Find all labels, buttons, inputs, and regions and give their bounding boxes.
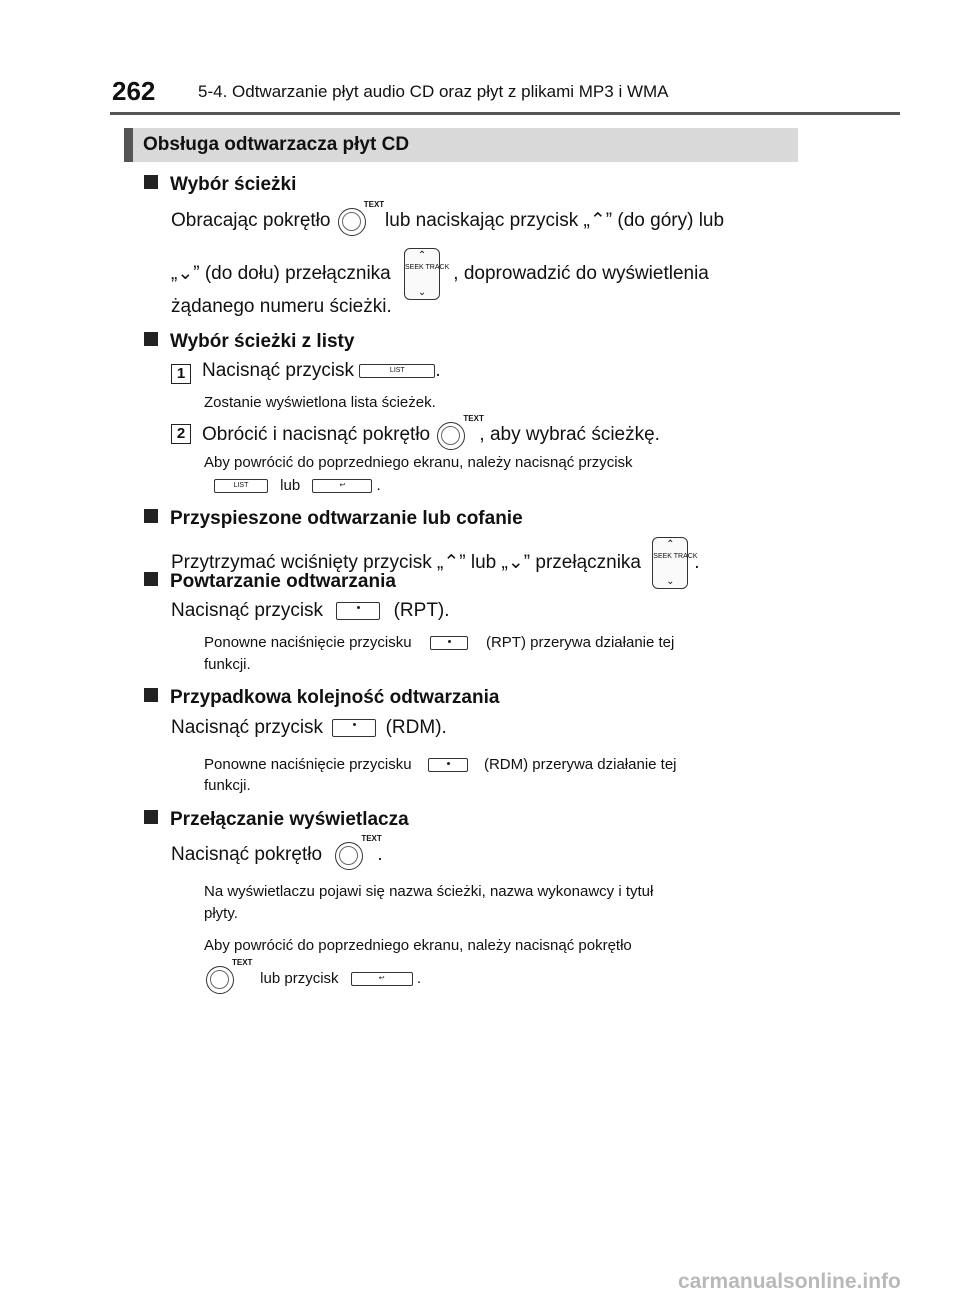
s6-note2-line2: TEXT lub przycisk ↩ . <box>204 958 422 996</box>
text-knob-icon: TEXT <box>336 200 384 238</box>
text: lub przycisk <box>260 969 339 987</box>
section-title: Obsługa odtwarzacza płyt CD <box>143 134 410 155</box>
step-number: 2 <box>171 424 191 444</box>
s5-line1: Nacisnąć przycisk (RDM). <box>171 717 447 739</box>
text: Nacisnąć przycisk <box>202 360 355 381</box>
chapter-title: 5-4. Odtwarzanie płyt audio CD oraz płyt… <box>198 82 669 101</box>
heading-display-switch: Przełączanie wyświetlacza <box>144 809 409 831</box>
step2-note-line1: Aby powrócić do poprzedniego ekranu, nal… <box>204 454 633 471</box>
text-knob-icon: TEXT <box>333 834 382 872</box>
s5-note-line2: funkcji. <box>204 777 251 794</box>
heading-text: Przyspieszone odtwarzanie lub cofanie <box>170 508 523 529</box>
text: Nacisnąć przycisk <box>171 600 324 621</box>
heading-text: Powtarzanie odtwarzania <box>170 571 396 592</box>
text: Obrócić i nacisnąć pokrętło <box>202 424 431 446</box>
section-bar: Obsługa odtwarzacza płyt CD <box>124 128 798 162</box>
text: . <box>376 477 381 494</box>
arrow-up-icon: ⌃ <box>589 210 606 232</box>
square-bullet-icon <box>144 572 158 586</box>
heading-fast-forward: Przyspieszone odtwarzanie lub cofanie <box>144 508 523 530</box>
back-button-icon: ↩ <box>312 479 373 494</box>
text: (RDM) przerywa działanie tej <box>483 756 677 773</box>
s4-line1: Nacisnąć przycisk (RPT). <box>171 600 450 622</box>
text: . <box>377 844 383 866</box>
square-bullet-icon <box>144 332 158 346</box>
text: . <box>416 969 422 987</box>
heading-track-list: Wybór ścieżki z listy <box>144 331 354 353</box>
s6-note1-line1: Na wyświetlaczu pojawi się nazwa ścieżki… <box>204 883 654 900</box>
step1-text: Nacisnąć przycisk LIST. <box>202 360 441 382</box>
text: (RDM). <box>385 717 447 738</box>
text: , doprowadzić do wyświetlenia <box>453 263 709 285</box>
s3-line1: Przytrzymać wciśnięty przycisk „⌃” lub „… <box>171 537 700 589</box>
list-button-icon: LIST <box>359 363 436 378</box>
text: ” przełącznika <box>523 552 641 574</box>
text: Nacisnąć przycisk <box>171 717 324 738</box>
text: (RPT) przerywa działanie tej <box>485 634 675 651</box>
heading-track-select: Wybór ścieżki <box>144 174 296 196</box>
step2-text: Obrócić i nacisnąć pokrętło TEXT, aby wy… <box>202 414 660 452</box>
arrow-down-icon: ⌄ <box>177 263 194 285</box>
rpt-button-icon <box>429 636 468 651</box>
text-knob-icon: TEXT <box>204 958 252 996</box>
text: ” lub „ <box>459 552 508 574</box>
s4-note-line2: funkcji. <box>204 656 251 673</box>
text: ” (do dołu) przełącznika <box>193 263 391 285</box>
rdm-button-icon <box>427 758 468 773</box>
text: ” (do góry) lub <box>605 210 725 232</box>
square-bullet-icon <box>144 810 158 824</box>
step-number: 1 <box>171 364 191 384</box>
text: Obracając pokrętło <box>171 210 331 232</box>
text: lub <box>280 477 301 494</box>
s6-note2-line1: Aby powrócić do poprzedniego ekranu, nal… <box>204 937 632 954</box>
watermark: carmanualsonline.info <box>678 1270 901 1293</box>
heading-text: Wybór ścieżki <box>170 174 297 195</box>
text: Ponowne naciśnięcie przycisku <box>204 756 412 773</box>
list-button-icon: LIST <box>214 479 268 494</box>
square-bullet-icon <box>144 509 158 523</box>
square-bullet-icon <box>144 688 158 702</box>
text: Nacisnąć pokrętło <box>171 844 323 866</box>
rdm-button-icon <box>332 718 377 737</box>
seek-track-switch-icon: ⌃SEEK TRACK⌄ <box>404 248 450 300</box>
heading-text: Przypadkowa kolejność odtwarzania <box>170 687 500 708</box>
page-number: 262 <box>112 76 156 106</box>
heading-text: Wybór ścieżki z listy <box>170 331 355 352</box>
step2-note-line2: LIST lub ↩ . <box>214 477 381 494</box>
header-divider <box>110 112 900 115</box>
square-bullet-icon <box>144 175 158 189</box>
text-knob-icon: TEXT <box>435 414 484 452</box>
s6-note1-line2: płyty. <box>204 905 238 922</box>
arrow-down-icon: ⌄ <box>507 552 524 574</box>
text: , aby wybrać ścieżkę. <box>479 424 660 446</box>
text: lub naciskając przycisk „ <box>385 210 590 232</box>
s1-line1: Obracając pokrętło TEXT lub naciskając p… <box>171 200 725 238</box>
back-button-icon: ↩ <box>350 972 413 986</box>
heading-random: Przypadkowa kolejność odtwarzania <box>144 687 499 709</box>
s4-note-line1: Ponowne naciśnięcie przycisku (RPT) prze… <box>204 634 798 651</box>
s6-line1: Nacisnąć pokrętło TEXT. <box>171 834 383 872</box>
text: (RPT). <box>393 600 450 621</box>
heading-text: Przełączanie wyświetlacza <box>170 809 409 830</box>
s5-note-line1: Ponowne naciśnięcie przycisku (RDM) prze… <box>204 756 677 773</box>
s1-line2: „⌄” (do dołu) przełącznika ⌃SEEK TRACK⌄ … <box>171 248 709 300</box>
rpt-button-icon <box>336 601 381 620</box>
text: Ponowne naciśnięcie przycisku <box>204 634 412 651</box>
text: . <box>694 552 700 574</box>
s1-line3: żądanego numeru ścieżki. <box>171 296 392 317</box>
text: . <box>435 360 441 381</box>
seek-track-switch-icon: ⌃SEEK TRACK⌄ <box>652 537 698 589</box>
text: „ <box>171 263 178 285</box>
arrow-up-icon: ⌃ <box>443 552 460 574</box>
text: Przytrzymać wciśnięty przycisk „ <box>171 552 444 574</box>
heading-repeat: Powtarzanie odtwarzania <box>144 571 396 593</box>
step1-note: Zostanie wyświetlona lista ścieżek. <box>204 394 436 411</box>
